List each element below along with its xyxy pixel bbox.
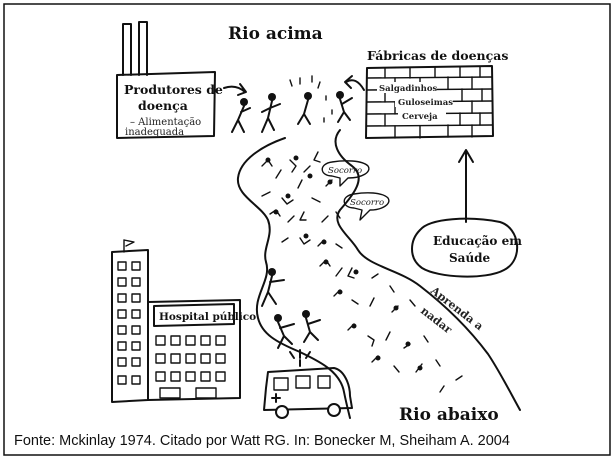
source-caption: Fonte: Mckinlay 1974. Citado por Watt RG… (14, 433, 510, 449)
hospital-label: Hospital público (159, 311, 256, 323)
arrow-icon (223, 83, 247, 96)
river (236, 129, 521, 419)
hospital-building-icon (111, 239, 241, 403)
disease-producers-label-2: doença (138, 98, 188, 113)
arrow-icon (458, 149, 474, 223)
beer-label: Cerveja (402, 112, 438, 122)
upstream-label: Rio acima (228, 24, 323, 44)
arrow-icon (344, 75, 365, 91)
walking-people-icon (231, 91, 353, 133)
health-education-label-2: Saúde (449, 251, 491, 265)
help-label-1: Socorro (328, 166, 362, 176)
inadequate-food-label-1: – Alimentação (130, 117, 201, 128)
motion-marks (289, 75, 333, 123)
disease-factories-label: Fábricas de doenças (367, 48, 508, 63)
factory-icon (116, 21, 216, 139)
ambulance-icon (263, 349, 353, 419)
sweets-label: Guloseimas (398, 98, 453, 108)
inadequate-food-label-2: inadequada (125, 127, 184, 138)
health-education-bubble (411, 217, 519, 278)
drowning-people-icon (261, 151, 463, 393)
health-education-label-1: Educação em (433, 234, 522, 248)
help-label-2: Socorro (350, 198, 384, 208)
frame-border (3, 3, 611, 456)
brick-wall-icon (365, 65, 494, 139)
downstream-label: Rio abaixo (399, 405, 499, 425)
rescuers-icon (261, 268, 321, 349)
disease-producers-label-1: Produtores de (124, 82, 223, 97)
snacks-label: Salgadinhos (379, 84, 438, 94)
help-bubble-1 (321, 160, 370, 187)
help-bubble-2 (343, 192, 390, 221)
